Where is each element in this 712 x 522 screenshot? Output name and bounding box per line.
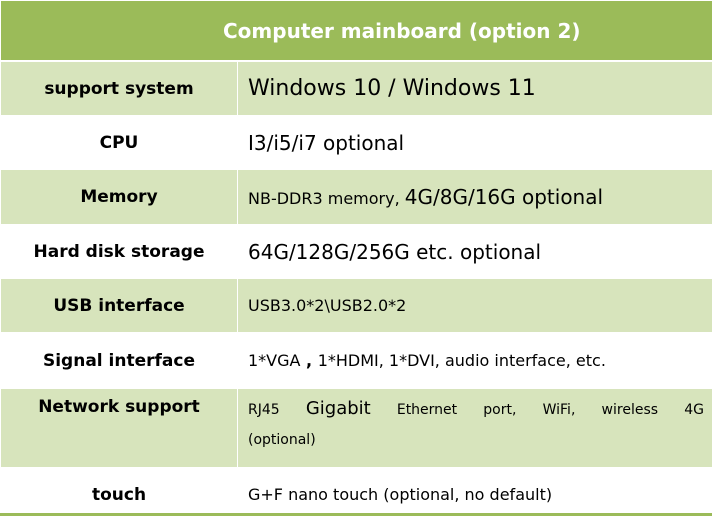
- table-title-text: Computer mainboard (option 2): [1, 19, 581, 43]
- network-line-2: (optional): [248, 425, 704, 455]
- row-value-separator: ,: [300, 351, 317, 370]
- row-value: USB3.0*2\USB2.0*2: [238, 279, 712, 333]
- row-label: Network support: [1, 389, 238, 468]
- row-value: Windows 10 / Windows 11: [238, 61, 712, 116]
- network-line-1: RJ45 Gigabit Ethernet port, WiFi, wirele…: [248, 394, 704, 425]
- row-label: CPU: [1, 116, 238, 170]
- table-row: USB interface USB3.0*2\USB2.0*2: [1, 279, 712, 333]
- row-value-rest: 1*HDMI, 1*DVI, audio interface, etc.: [318, 351, 606, 370]
- row-value: 64G/128G/256G etc. optional: [238, 225, 712, 279]
- table-row: support system Windows 10 / Windows 11: [1, 61, 712, 116]
- network-word: 4G: [684, 395, 704, 425]
- table-row: Memory NB-DDR3 memory, 4G/8G/16G optiona…: [1, 170, 712, 225]
- table-title: Computer mainboard (option 2): [1, 1, 712, 62]
- row-value: NB-DDR3 memory, 4G/8G/16G optional: [238, 170, 712, 225]
- network-word: Ethernet: [397, 395, 457, 425]
- table-row: Signal interface 1*VGA , 1*HDMI, 1*DVI, …: [1, 333, 712, 389]
- network-word: Gigabit: [306, 394, 371, 424]
- row-label: Memory: [1, 170, 238, 225]
- table-row: Hard disk storage 64G/128G/256G etc. opt…: [1, 225, 712, 279]
- network-word: RJ45: [248, 395, 280, 425]
- row-value: 1*VGA , 1*HDMI, 1*DVI, audio interface, …: [238, 333, 712, 389]
- table-header-row: Computer mainboard (option 2): [1, 1, 712, 62]
- row-value: I3/i5/i7 optional: [238, 116, 712, 170]
- row-value-vga: 1*VGA: [248, 351, 300, 370]
- row-label: USB interface: [1, 279, 238, 333]
- row-label: Hard disk storage: [1, 225, 238, 279]
- network-word: port,: [483, 395, 516, 425]
- row-value: RJ45 Gigabit Ethernet port, WiFi, wirele…: [238, 389, 712, 468]
- row-label: Signal interface: [1, 333, 238, 389]
- network-word: wireless: [602, 395, 659, 425]
- table-row: CPU I3/i5/i7 optional: [1, 116, 712, 170]
- network-word: WiFi,: [543, 395, 576, 425]
- table-row: Network support RJ45 Gigabit Ethernet po…: [1, 389, 712, 468]
- row-value-main: 4G/8G/16G optional: [405, 185, 603, 209]
- row-value-prefix: NB-DDR3 memory,: [248, 189, 405, 208]
- row-label: support system: [1, 61, 238, 116]
